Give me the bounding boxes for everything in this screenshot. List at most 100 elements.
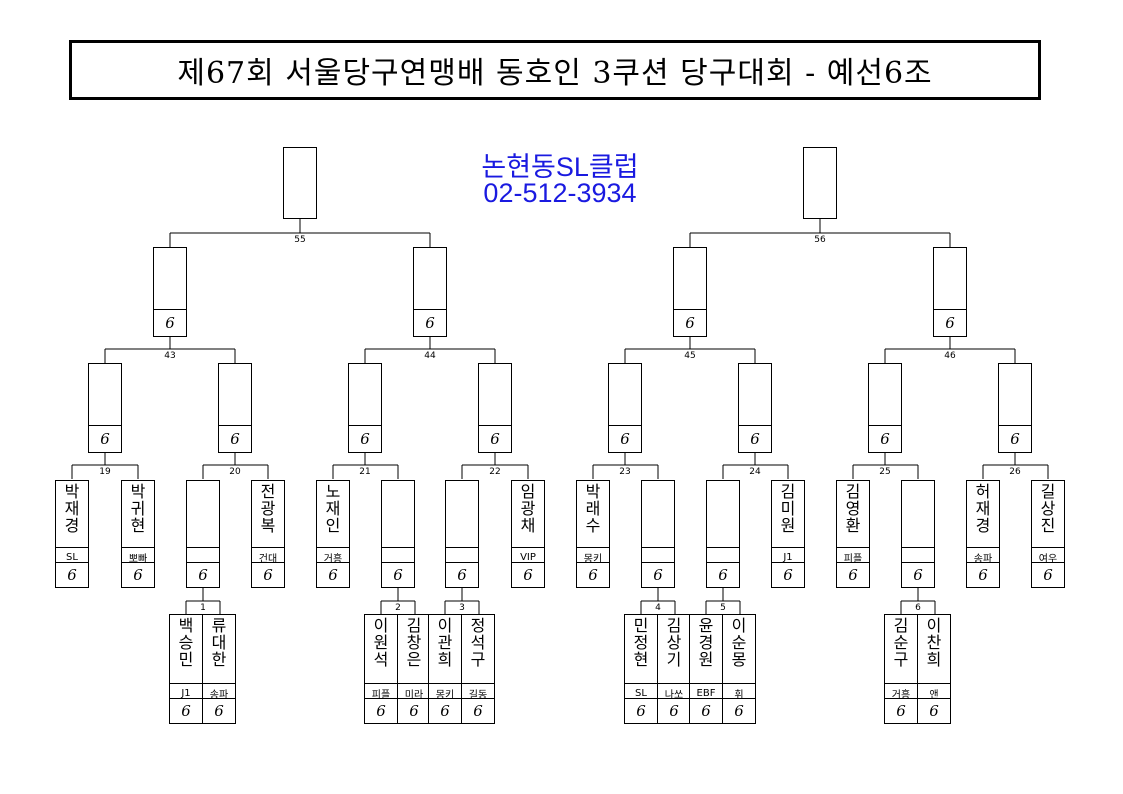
- score-cell: 6: [382, 562, 414, 587]
- club-label: [187, 547, 219, 566]
- score-cell: 6: [707, 562, 739, 587]
- winner-box: 6: [998, 363, 1032, 453]
- score-cell: 6: [429, 698, 461, 723]
- match-number-26: 26: [1003, 467, 1027, 477]
- club-label: [902, 547, 934, 566]
- match-number-6: 6: [906, 603, 930, 613]
- empty-slot-box: 6: [641, 480, 675, 588]
- club-label: 거흥: [317, 547, 349, 566]
- score-cell: 6: [462, 698, 494, 723]
- club-label: 피플: [837, 547, 869, 566]
- club-label: VIP: [512, 547, 544, 566]
- club-label: [446, 547, 478, 566]
- score-cell: 6: [349, 425, 381, 452]
- match-number-56: 56: [808, 235, 832, 245]
- score-cell: 6: [512, 562, 544, 587]
- club-label: [382, 547, 414, 566]
- score-cell: 6: [999, 425, 1031, 452]
- winner-box: 6: [218, 363, 252, 453]
- score-cell: 6: [317, 562, 349, 587]
- winner-box: 6: [348, 363, 382, 453]
- club-label: 미라: [398, 683, 430, 702]
- score-cell: 6: [365, 698, 397, 723]
- score-cell: 6: [837, 562, 869, 587]
- match-number-3: 3: [450, 603, 474, 613]
- empty-slot-box: 6: [186, 480, 220, 588]
- final-winner-box: [803, 147, 837, 219]
- final-winner-box: [283, 147, 317, 219]
- score-cell: 6: [772, 562, 804, 587]
- club-label: J1: [772, 547, 804, 566]
- match-number-55: 55: [288, 235, 312, 245]
- score-cell: 6: [170, 698, 202, 723]
- score-cell: 6: [934, 309, 966, 336]
- club-label: 몽키: [577, 547, 609, 566]
- club-label: [642, 547, 674, 566]
- score-cell: 6: [609, 425, 641, 452]
- score-cell: 6: [187, 562, 219, 587]
- match-number-23: 23: [613, 467, 637, 477]
- score-cell: 6: [918, 698, 950, 723]
- club-label: J1: [170, 683, 202, 702]
- club-label: 앤: [918, 683, 950, 702]
- club-label: 송파: [967, 547, 999, 566]
- match-number-44: 44: [418, 351, 442, 361]
- score-cell: 6: [577, 562, 609, 587]
- score-cell: 6: [252, 562, 284, 587]
- score-cell: 6: [902, 562, 934, 587]
- club-label: 몽키: [429, 683, 461, 702]
- score-cell: 6: [967, 562, 999, 587]
- match-number-2: 2: [386, 603, 410, 613]
- score-cell: 6: [154, 309, 186, 336]
- winner-box: 6: [478, 363, 512, 453]
- winner-box: 6: [153, 247, 187, 337]
- club-phone: 02-512-3934: [483, 178, 637, 208]
- club-label: 나쏘: [658, 683, 690, 702]
- score-cell: 6: [723, 698, 755, 723]
- winner-box: 6: [608, 363, 642, 453]
- empty-slot-box: 6: [445, 480, 479, 588]
- winner-box: 6: [413, 247, 447, 337]
- match-number-46: 46: [938, 351, 962, 361]
- score-cell: 6: [625, 698, 657, 723]
- club-label: SL: [56, 547, 88, 566]
- club-label: 휘: [723, 683, 755, 702]
- title-box: 제67회 서울당구연맹배 동호인 3쿠션 당구대회 - 예선6조: [69, 40, 1041, 100]
- match-number-1: 1: [191, 603, 215, 613]
- club-label: 뽀빠: [122, 547, 154, 566]
- score-cell: 6: [885, 698, 917, 723]
- winner-box: 6: [673, 247, 707, 337]
- score-cell: 6: [122, 562, 154, 587]
- winner-box: 6: [738, 363, 772, 453]
- club-name: 논현동SL클럽: [481, 152, 639, 182]
- match-number-22: 22: [483, 467, 507, 477]
- club-label: 거흥: [885, 683, 917, 702]
- score-cell: 6: [739, 425, 771, 452]
